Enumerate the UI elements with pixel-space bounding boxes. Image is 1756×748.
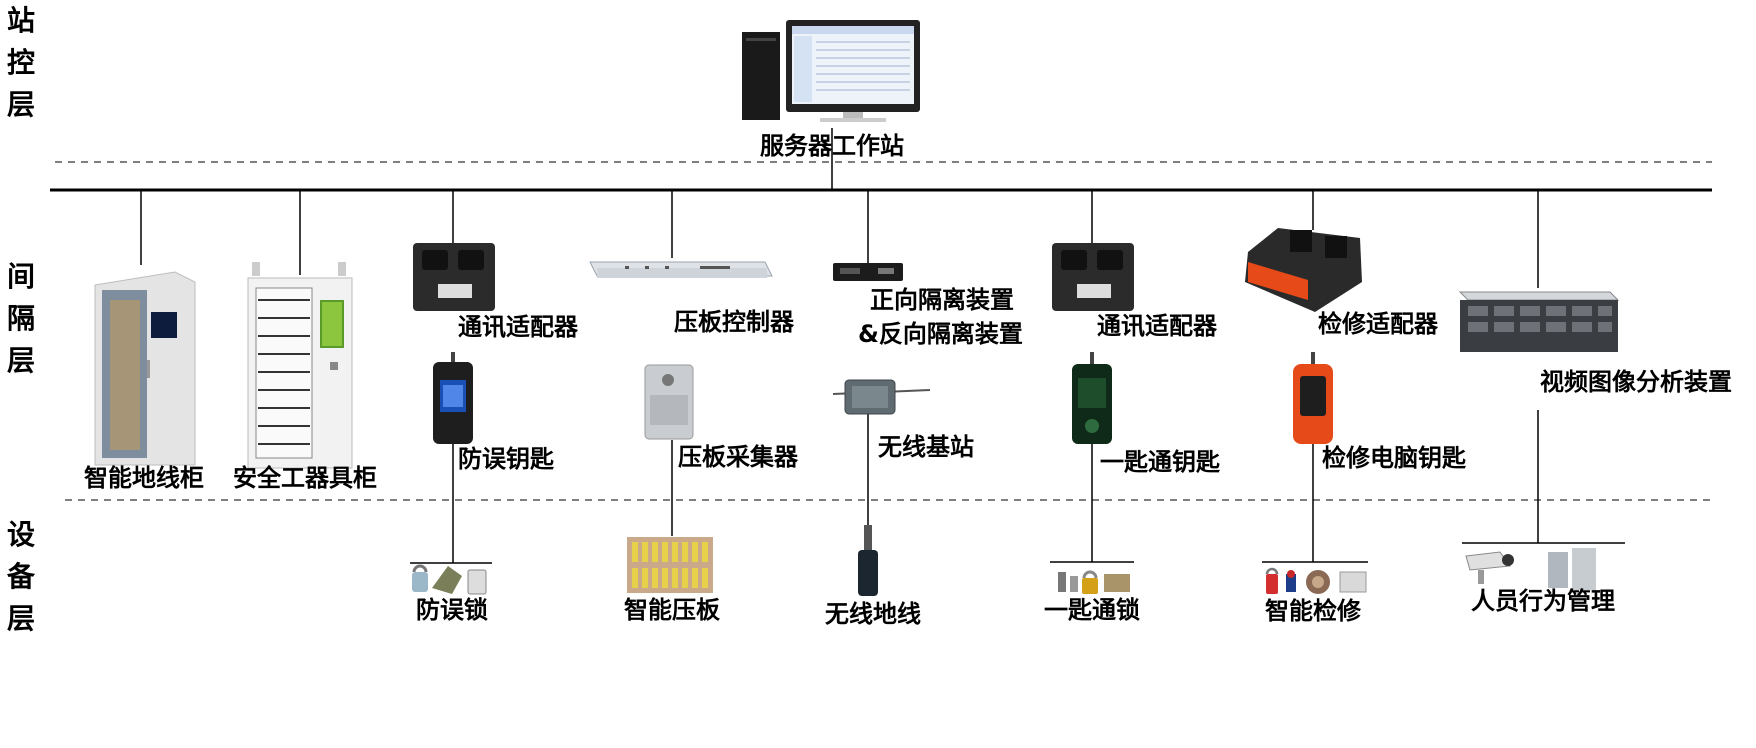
isolation-device-label-2: &反向隔离装置 xyxy=(858,320,1023,348)
server-workstation-icon xyxy=(742,20,920,122)
video-analysis-label: 视频图像分析装置 xyxy=(1540,368,1732,396)
isolation-device-icon xyxy=(833,263,903,281)
universal-lock-label: 一匙通锁 xyxy=(1044,596,1140,624)
smart-maint-label: 智能检修 xyxy=(1265,597,1361,625)
wireless-ground-icon xyxy=(858,525,878,596)
anti-error-lock-label: 防误锁 xyxy=(416,596,488,624)
plate-collector-icon xyxy=(644,364,694,440)
tool-cabinet-icon xyxy=(247,262,353,469)
comm-adapter-1-icon xyxy=(413,243,495,311)
bay-layer-char-3: 层 xyxy=(6,344,35,377)
anti-error-key-icon xyxy=(433,352,473,444)
wireless-ground-label: 无线地线 xyxy=(825,600,921,628)
maint-adapter-icon xyxy=(1245,228,1362,312)
comm-adapter-1-label: 通讯适配器 xyxy=(458,313,578,341)
personnel-mgmt-icon xyxy=(1465,548,1596,590)
universal-lock-icon xyxy=(1058,570,1130,594)
wireless-base-label: 无线基站 xyxy=(878,433,974,461)
ground-cabinet-label: 智能地线柜 xyxy=(84,464,204,492)
plate-collector-label: 压板采集器 xyxy=(678,443,798,471)
video-analysis-server-icon xyxy=(1458,291,1620,352)
universal-key-icon xyxy=(1072,352,1112,444)
tool-cabinet-label: 安全工器具柜 xyxy=(233,464,377,492)
maint-pc-key-label: 检修电脑钥匙 xyxy=(1322,444,1466,472)
server-workstation-label: 服务器工作站 xyxy=(760,132,904,160)
bay-layer-char-2: 隔 xyxy=(6,302,35,335)
smart-plate-label: 智能压板 xyxy=(624,596,720,624)
universal-key-label: 一匙通钥匙 xyxy=(1100,448,1220,476)
device-layer-char-2: 备 xyxy=(6,560,35,593)
station-layer-char-3: 层 xyxy=(6,88,35,121)
smart-maint-icon xyxy=(1265,567,1367,594)
station-layer-char-2: 控 xyxy=(6,46,35,79)
device-layer-char-1: 设 xyxy=(6,518,35,551)
plate-controller-label: 压板控制器 xyxy=(674,308,794,336)
device-layer-label: 设 备 层 xyxy=(4,514,38,640)
anti-error-lock-icon xyxy=(412,564,487,595)
bay-layer-char-1: 间 xyxy=(6,260,35,293)
comm-adapter-2-icon xyxy=(1052,243,1134,311)
anti-error-key-label: 防误钥匙 xyxy=(458,445,554,473)
station-layer-label: 站 控 层 xyxy=(4,0,38,126)
bay-layer-label: 间 隔 层 xyxy=(4,256,38,382)
isolation-device-label-1: 正向隔离装置 xyxy=(870,286,1014,314)
bus-connectors xyxy=(140,190,1539,563)
plate-controller-icon xyxy=(589,261,773,278)
station-layer-char-1: 站 xyxy=(6,4,35,37)
device-layer-char-3: 层 xyxy=(6,602,35,635)
maint-pc-key-icon xyxy=(1293,352,1333,444)
personnel-mgmt-label: 人员行为管理 xyxy=(1471,587,1615,615)
comm-adapter-2-label: 通讯适配器 xyxy=(1097,312,1217,340)
wireless-base-station-icon xyxy=(832,379,931,415)
ground-cabinet-icon xyxy=(94,271,196,466)
maint-adapter-label: 检修适配器 xyxy=(1318,310,1438,338)
device-brackets xyxy=(410,542,1625,564)
smart-plate-icon xyxy=(627,537,713,593)
